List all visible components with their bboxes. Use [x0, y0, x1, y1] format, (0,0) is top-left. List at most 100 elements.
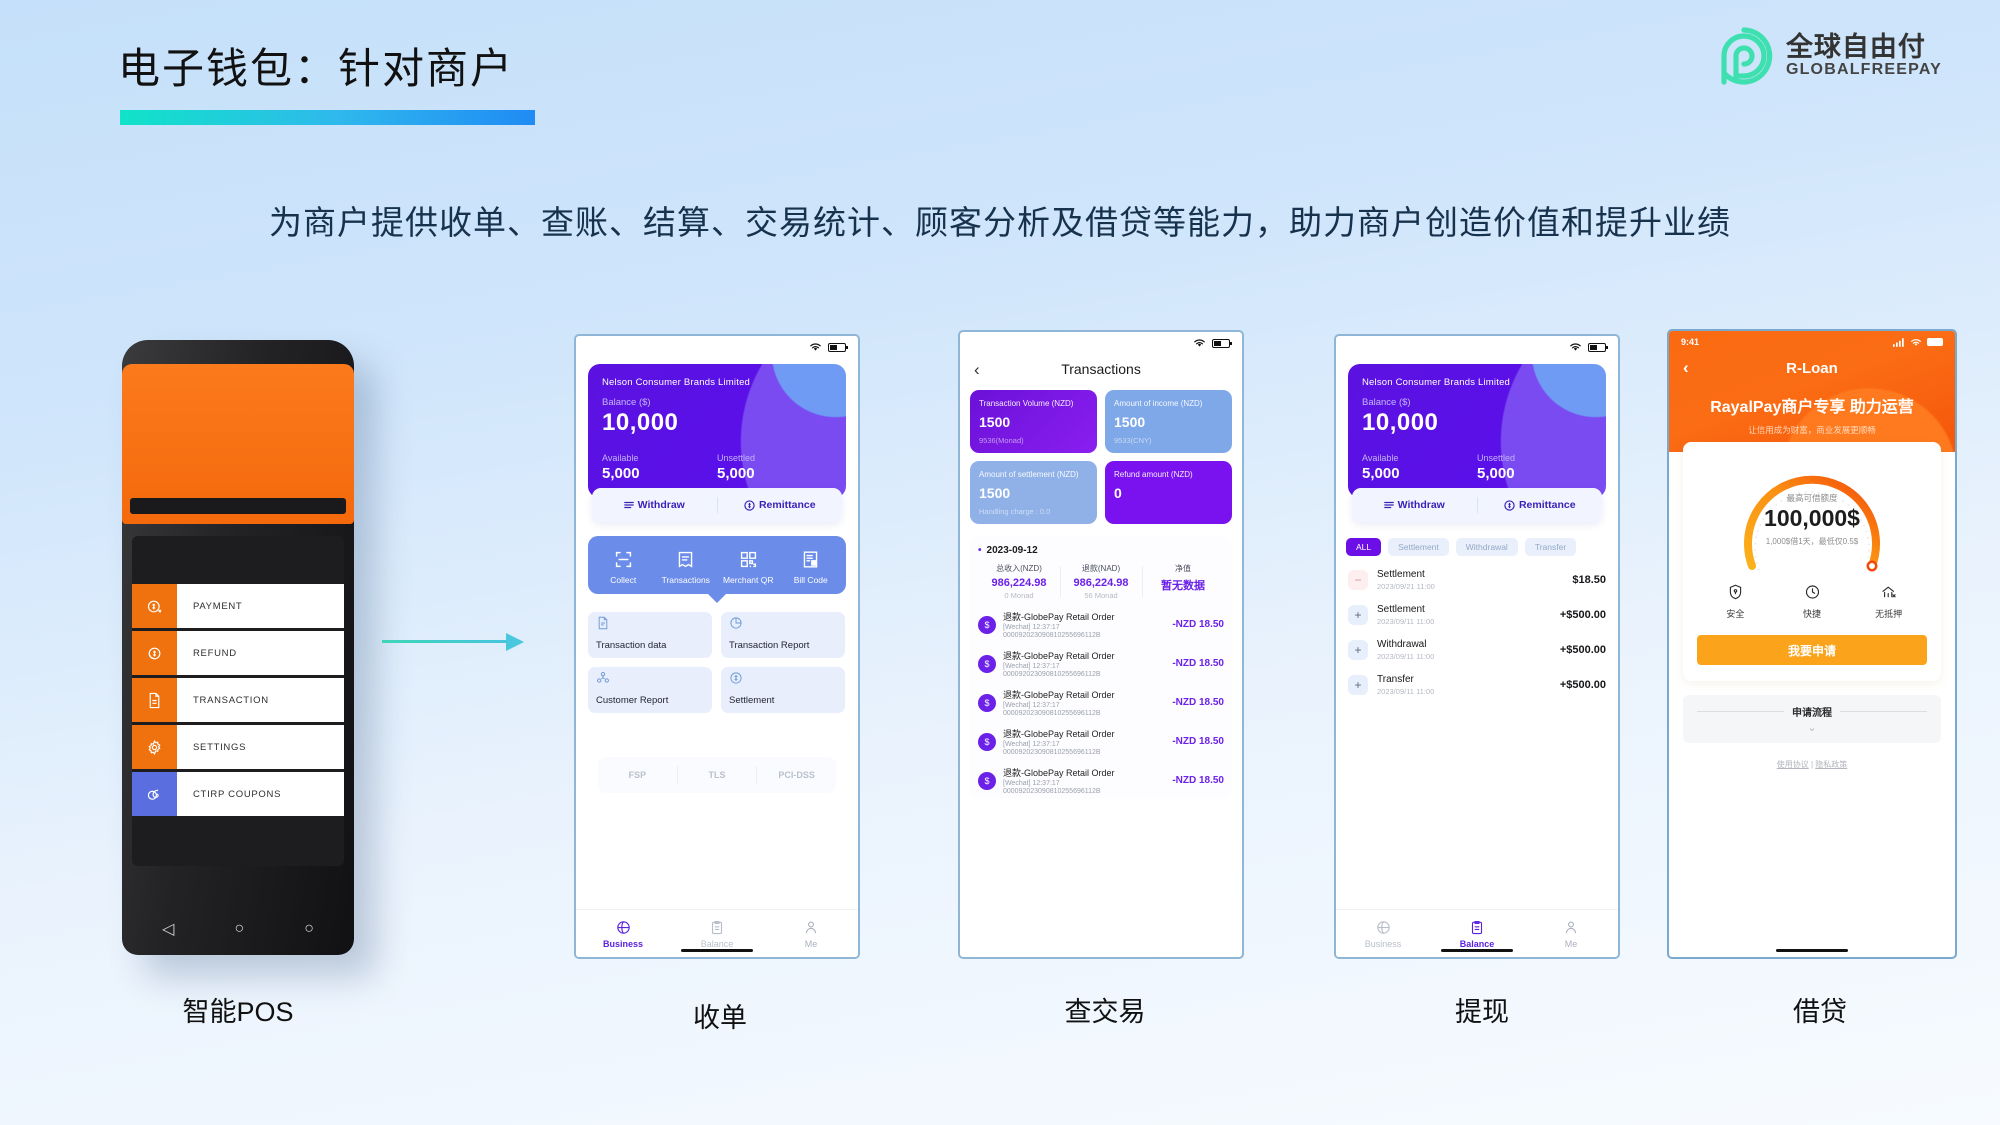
row-amount: -NZD 18.50: [1172, 697, 1224, 708]
application-flow-accordion[interactable]: 申请流程 ⌄: [1683, 695, 1941, 743]
tile-transaction-data[interactable]: Transaction data: [588, 612, 712, 658]
summary-label: 净值: [1175, 564, 1191, 573]
nav-tab-me[interactable]: Me: [764, 919, 858, 949]
table-row[interactable]: $ 退款-GlobePay Retail Order [Wechat] 12:3…: [978, 727, 1224, 756]
screen-title: R-Loan: [1786, 359, 1838, 377]
pos-menu-item-transaction[interactable]: TRANSACTION: [132, 678, 344, 722]
pos-menu-item-payment[interactable]: PAYMENT: [132, 584, 344, 628]
pos-menu-item-coupons[interactable]: CTIRP COUPONS: [132, 772, 344, 816]
pos-menu-item-refund[interactable]: REFUND: [132, 631, 344, 675]
filter-chip-withdrawal[interactable]: Withdrawal: [1455, 538, 1518, 556]
remittance-label: Remittance: [1518, 499, 1576, 511]
pos-menu-item-settings[interactable]: SETTINGS: [132, 725, 344, 769]
nav-tab-business[interactable]: Business: [1336, 919, 1430, 949]
stat-sub: 9536(Monad): [979, 436, 1024, 445]
apply-button[interactable]: 我要申请: [1697, 635, 1927, 665]
quick-action-merchant-qr[interactable]: Merchant QR: [717, 547, 780, 585]
chevron-left-icon[interactable]: ‹: [1683, 358, 1689, 377]
list-item[interactable]: + Withdrawal 2023/09/11 11:00 +$500.00: [1348, 639, 1606, 661]
back-triangle-icon[interactable]: ◁: [162, 921, 175, 938]
list-item[interactable]: + Settlement 2023/09/11 11:00 +$500.00: [1348, 604, 1606, 626]
row-id: 000092023090810255696112B: [1003, 788, 1101, 795]
unsettled-column: Unsettled 5,000: [717, 453, 832, 482]
row-meta: [Wechat] 12:37:17: [1003, 702, 1060, 709]
list-item-text: Transfer 2023/09/11 11:00: [1368, 674, 1560, 696]
globe-icon: [576, 919, 670, 936]
stat-card-volume: Transaction Volume (NZD) 1500 9536(Monad…: [970, 390, 1097, 453]
cert-divider: [756, 766, 758, 784]
list-item-text: Settlement 2023/09/21 11:00: [1368, 569, 1572, 591]
recent-circle-icon[interactable]: ○: [304, 920, 314, 937]
privacy-link[interactable]: 隐私政策: [1815, 760, 1848, 769]
battery-icon: [1588, 342, 1608, 352]
stat-label: Transaction Volume (NZD): [979, 399, 1074, 408]
filter-chip-settlement[interactable]: Settlement: [1388, 538, 1449, 556]
summary-label: 退款(NAD): [1081, 564, 1121, 573]
row-title: 退款-GlobePay Retail Order: [1003, 729, 1115, 739]
refund-coin-icon: $: [978, 654, 996, 673]
row-text: 退款-GlobePay Retail Order [Wechat] 12:37:…: [996, 610, 1172, 639]
nav-label: Me: [1564, 938, 1578, 949]
terms-link[interactable]: 使用协议: [1776, 760, 1809, 769]
remittance-button[interactable]: Remittance: [718, 499, 843, 511]
table-row[interactable]: $ 退款-GlobePay Retail Order [Wechat] 12:3…: [978, 610, 1224, 639]
status-bar: [1336, 336, 1618, 358]
unsettled-label: Unsettled: [1477, 453, 1516, 463]
chevron-left-icon[interactable]: ‹: [974, 360, 980, 379]
quick-action-collect[interactable]: Collect: [592, 547, 655, 585]
phone-screen-loan: 9:41 ‹ R-Loan RayalPay商户专享 助力运营 让信用成为财富，…: [1667, 329, 1957, 959]
caption-pos: 智能POS: [182, 997, 294, 1027]
table-row[interactable]: $ 退款-GlobePay Retail Order [Wechat] 12:3…: [978, 649, 1224, 678]
wifi-icon: [1911, 338, 1921, 346]
nav-tab-me[interactable]: Me: [1524, 919, 1618, 949]
daily-summary-row: 总收入(NZD) 986,224.98 0 Monad 退款(NAD) 986,…: [978, 563, 1224, 600]
withdraw-button[interactable]: Withdraw: [592, 499, 717, 511]
clipboard-icon: [670, 919, 764, 936]
filter-chip-all[interactable]: ALL: [1346, 538, 1382, 556]
nav-tab-balance[interactable]: Balance: [670, 919, 764, 949]
loan-headline: RayalPay商户专享 助力运营: [1710, 399, 1914, 416]
tile-transaction-report[interactable]: Transaction Report: [721, 612, 845, 658]
nav-tab-balance[interactable]: Balance: [1430, 919, 1524, 949]
list-item[interactable]: + Transfer 2023/09/11 11:00 +$500.00: [1348, 674, 1606, 696]
loan-header: 9:41 ‹ R-Loan RayalPay商户专享 助力运营 让信用成为财富，…: [1669, 331, 1955, 452]
home-circle-icon[interactable]: ○: [234, 920, 245, 937]
tile-label: Transaction Report: [729, 640, 810, 651]
balance-card: Nelson Consumer Brands Limited Balance (…: [1348, 364, 1606, 498]
list-item-amount: +$500.00: [1559, 609, 1606, 621]
signal-icon: [1893, 337, 1904, 347]
bill-code-icon: [780, 547, 843, 571]
tile-customer-report[interactable]: Customer Report: [588, 667, 712, 713]
feature-no-collateral: 无抵押: [1850, 582, 1927, 620]
table-row[interactable]: $ 退款-GlobePay Retail Order [Wechat] 12:3…: [978, 688, 1224, 717]
pos-hardware-nav: ◁ ○ ○: [132, 919, 344, 939]
stat-sub: 9533(CNY): [1114, 436, 1152, 445]
stat-card-settlement: Amount of settlement (NZD) 1500 Handling…: [970, 461, 1097, 524]
list-item-text: Settlement 2023/09/11 11:00: [1368, 604, 1560, 626]
quick-action-transactions[interactable]: Transactions: [655, 547, 718, 585]
filter-chip-transfer[interactable]: Transfer: [1524, 538, 1577, 556]
withdraw-button[interactable]: Withdraw: [1352, 499, 1477, 511]
minus-icon: −: [1348, 570, 1368, 590]
quick-action-panel: Collect Transactions Merchant QR: [588, 536, 846, 594]
coupon-icon: [132, 772, 177, 816]
unsettled-column: Unsettled 5,000: [1477, 453, 1592, 482]
person-icon: [764, 919, 858, 936]
list-item-title: Settlement: [1377, 569, 1425, 580]
nav-tab-business[interactable]: Business: [576, 919, 670, 949]
caption-transactions: 查交易: [1064, 997, 1146, 1027]
withdraw-icon: [1383, 501, 1394, 509]
remittance-label: Remittance: [758, 499, 816, 511]
quick-action-bill-code[interactable]: Bill Code: [780, 547, 843, 585]
row-amount: -NZD 18.50: [1172, 736, 1224, 747]
pos-printer-lid: [122, 364, 354, 524]
chevron-down-icon[interactable]: ⌄: [1807, 722, 1817, 734]
battery-icon: [1927, 338, 1943, 346]
table-row[interactable]: $ 退款-GlobePay Retail Order [Wechat] 12:3…: [978, 766, 1224, 795]
remittance-button[interactable]: Remittance: [1478, 499, 1603, 511]
tile-settlement[interactable]: Settlement: [721, 667, 845, 713]
list-item[interactable]: − Settlement 2023/09/21 11:00 $18.50: [1348, 569, 1606, 591]
gauge-value: 100,000$: [1764, 505, 1860, 531]
summary-value: 986,224.98: [1073, 577, 1129, 589]
row-text: 退款-GlobePay Retail Order [Wechat] 12:37:…: [996, 727, 1172, 756]
